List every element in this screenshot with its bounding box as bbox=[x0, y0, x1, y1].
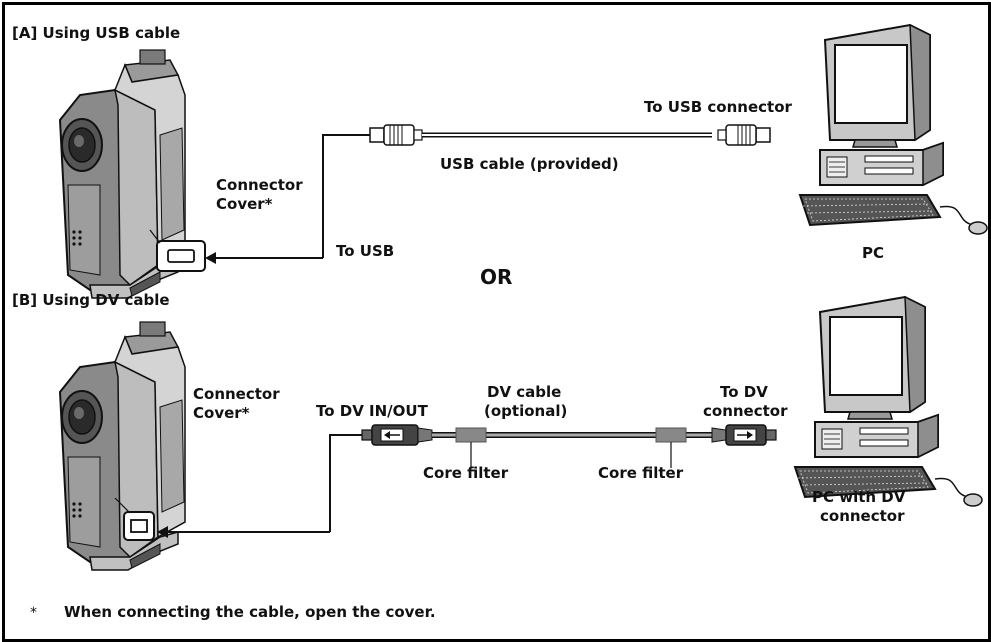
dv-connection-line bbox=[330, 435, 362, 532]
pc-b-icon bbox=[795, 297, 982, 506]
connector-cover-b-line1: Connector bbox=[193, 385, 280, 403]
connector-cover-a-line1: Connector bbox=[216, 176, 303, 194]
pc-with-dv-line2: connector bbox=[820, 507, 905, 525]
pc-a-label: PC bbox=[862, 244, 884, 262]
dv-port-icon bbox=[124, 512, 154, 540]
section-b-title: [B] Using DV cable bbox=[12, 291, 170, 309]
dv-cable-label-line2: (optional) bbox=[484, 402, 567, 420]
to-dv-connector-line1: To DV bbox=[720, 383, 768, 401]
connector-cover-a-line2: Cover* bbox=[216, 195, 273, 213]
usb-cable-label: USB cable (provided) bbox=[440, 155, 619, 173]
connector-cover-b-line2: Cover* bbox=[193, 404, 250, 422]
core-filter-left-icon bbox=[456, 428, 486, 442]
core-filter-left-label: Core filter bbox=[423, 464, 508, 482]
usb-port-icon bbox=[157, 241, 205, 271]
usb-plug-right-icon bbox=[718, 125, 770, 145]
dv-cable-label-line1: DV cable bbox=[487, 383, 561, 401]
core-filter-right-label: Core filter bbox=[598, 464, 683, 482]
footnote-text: When connecting the cable, open the cove… bbox=[64, 603, 436, 621]
pc-a-icon bbox=[800, 25, 987, 234]
usb-plug-left-icon bbox=[370, 125, 422, 145]
section-a-title: [A] Using USB cable bbox=[12, 24, 180, 42]
core-filter-right-icon bbox=[656, 428, 686, 442]
dv-plug-right-icon bbox=[712, 425, 776, 445]
to-usb-connector-label: To USB connector bbox=[644, 98, 792, 116]
footnote-mark: * bbox=[30, 604, 37, 622]
to-dv-in-out-label: To DV IN/OUT bbox=[316, 402, 428, 420]
to-dv-connector-line2: connector bbox=[703, 402, 788, 420]
to-usb-label: To USB bbox=[336, 242, 394, 260]
dv-plug-left-icon bbox=[362, 425, 432, 445]
pc-with-dv-line1: PC with DV bbox=[812, 488, 905, 506]
usb-connection-line bbox=[323, 135, 370, 258]
or-label: OR bbox=[480, 268, 512, 286]
